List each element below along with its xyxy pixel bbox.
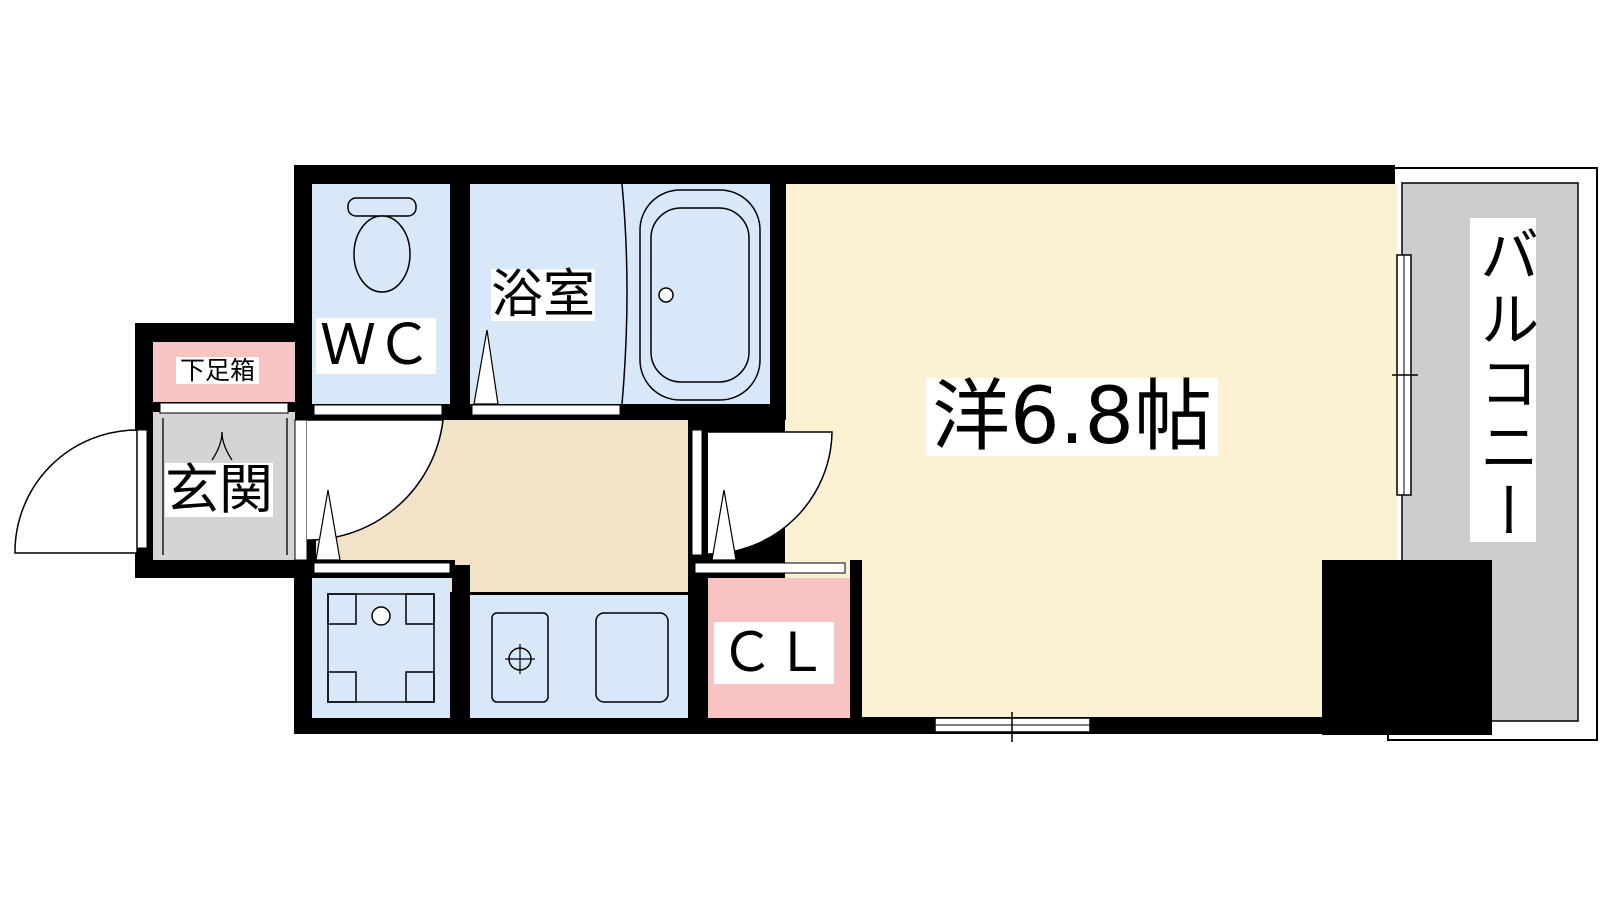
western-room-label: 洋6.8帖 — [926, 378, 1219, 456]
toilet-icon — [347, 197, 417, 293]
bathtub-icon — [621, 183, 761, 405]
bathroom-label: 浴室 — [491, 265, 596, 325]
entrance-step-icon — [162, 418, 288, 555]
closet-label: ＣＬ — [714, 622, 834, 684]
stove-icon — [491, 612, 549, 703]
balcony-label: バルコニー — [1469, 218, 1539, 544]
toilet-label: ＷＣ — [316, 318, 436, 374]
shoe-box-label: 下足箱 — [176, 357, 260, 384]
hall-door-stop-icon — [315, 489, 341, 561]
sink-icon — [595, 612, 669, 703]
bottom-window — [934, 712, 1091, 742]
entrance-door-icon — [14, 429, 138, 554]
washer-icon — [327, 593, 435, 703]
bath-door-icon — [473, 329, 499, 405]
entrance-label: 玄関 — [165, 458, 273, 521]
closet-door-stop-icon — [711, 489, 737, 561]
balcony-window — [1392, 254, 1418, 496]
closet-door-icon — [707, 431, 833, 555]
